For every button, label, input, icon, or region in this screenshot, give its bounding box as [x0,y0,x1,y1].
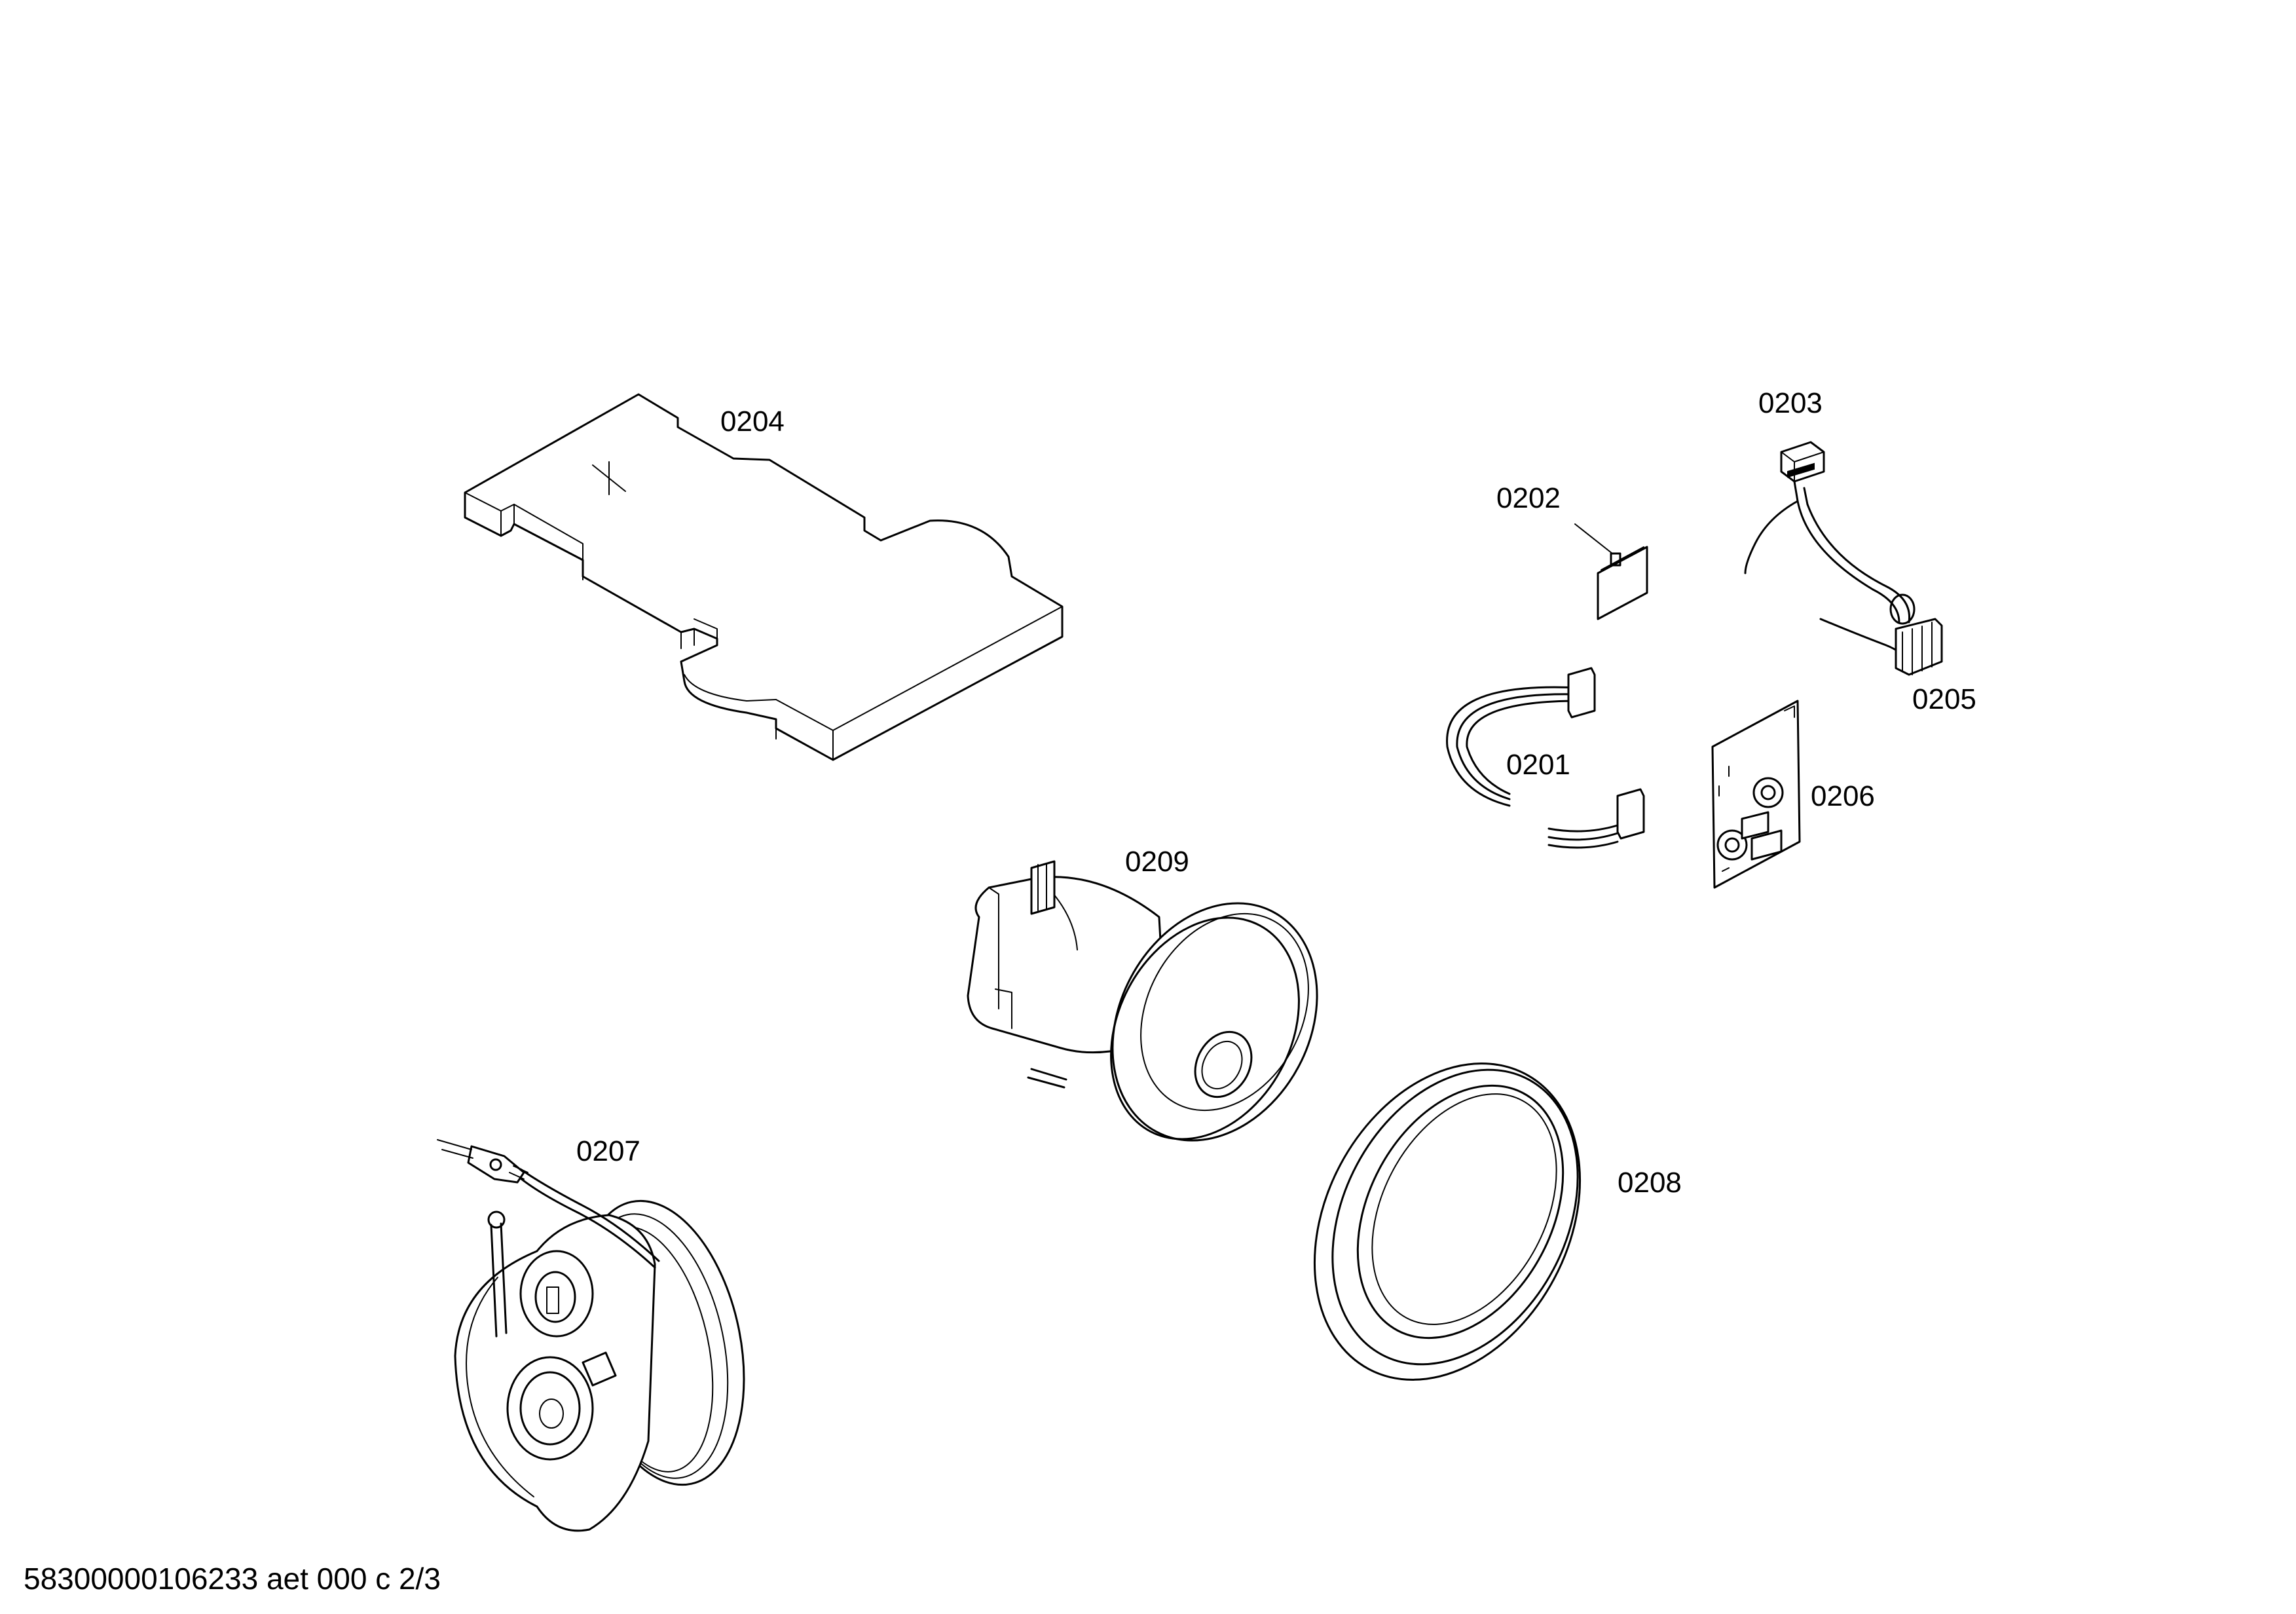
document-code: 58300000106233 aet 000 c 2/3 [24,1562,441,1596]
part-0206-circuit-board[interactable] [1711,700,1801,889]
part-0204-plate[interactable] [464,393,1064,761]
label-0208: 0208 [1618,1167,1682,1199]
label-0205: 0205 [1912,683,1976,715]
label-0202: 0202 [1496,482,1561,514]
part-0203-switch[interactable] [1780,441,1825,506]
label-0206: 0206 [1811,780,1875,812]
part-0208-seal-ring[interactable] [1262,1017,1633,1426]
label-0207: 0207 [576,1135,640,1167]
part-0209-motor[interactable] [967,860,1357,1176]
label-0203: 0203 [1758,387,1823,419]
part-0207-cable-reel[interactable] [437,1139,768,1532]
part-0202-tab[interactable] [1574,523,1648,620]
part-0205-wire-harness[interactable] [1744,500,1943,676]
part-0201-ribbon-cable[interactable] [1446,667,1645,849]
label-0209: 0209 [1125,846,1189,878]
label-0204: 0204 [720,405,785,438]
label-0201: 0201 [1506,749,1570,781]
